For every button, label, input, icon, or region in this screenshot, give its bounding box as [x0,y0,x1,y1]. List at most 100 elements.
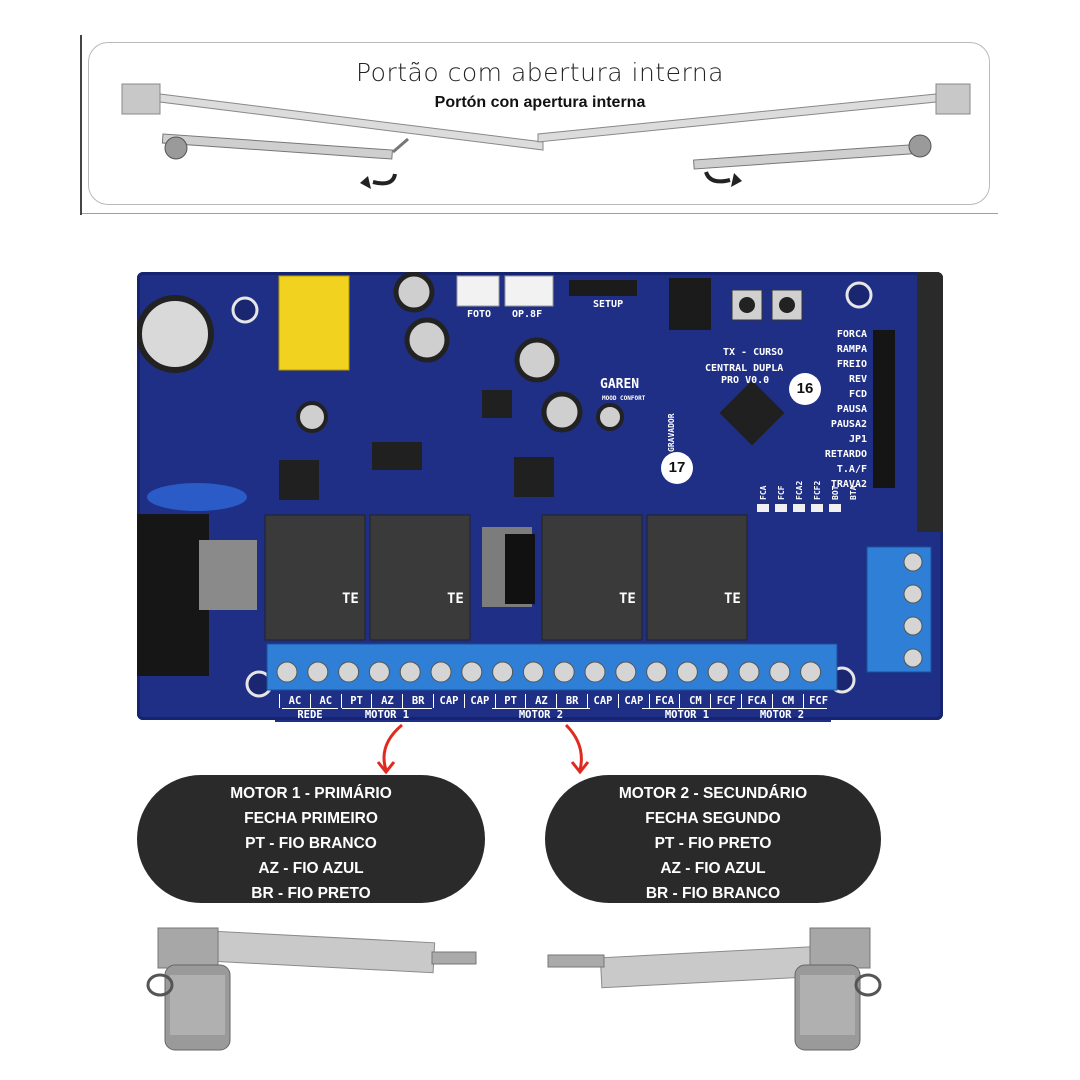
setting-label: JP1 [848,434,867,445]
terminal-label: CAP [463,694,495,708]
right-gate-leaf [537,93,937,143]
gate-title: Portão com abertura interna [356,58,724,87]
relay-3 [541,514,643,641]
board-components [137,272,943,698]
gate-subtitle: Portón con apertura interna [434,94,646,111]
model-line2: PRO V0.0 [721,375,770,386]
left-actuator [161,133,393,160]
terminal-label: CAP [433,694,464,708]
led-label: BTA [849,485,858,500]
right-post [935,83,971,115]
transformer [278,275,350,371]
gravador-label: GRAVADOR [667,413,676,452]
terminal-screw [676,661,698,683]
terminal-screw [430,661,452,683]
setting-label: RETARDO [824,449,867,460]
terminal-label: AZ [525,694,556,708]
gate-panel [88,42,990,205]
motor2-line-3: PT - FIO PRETO [654,835,772,852]
motor-actuators [146,927,882,1051]
terminal-label: FCA [648,694,680,708]
relay-1-brand: TE [342,591,359,607]
gate-illustration [121,83,971,189]
relay-3-brand: TE [619,591,636,607]
terminal-label: PT [494,694,526,708]
group-motor1-limit: MOTOR 1 [642,708,732,721]
red-arrows [376,723,590,775]
group-motor2-limit: MOTOR 2 [737,708,827,721]
terminal-screw [399,661,421,683]
main-capacitor [137,295,214,373]
relay-2-brand: TE [447,591,464,607]
motor1-line-5: BR - FIO PRETO [251,885,371,902]
led-label: FCF [777,485,786,500]
callout-16: 16 [789,373,821,405]
brand-label: GAREN [600,377,640,392]
terminal-screw [707,661,729,683]
arrow-motor2 [564,723,583,771]
microcontroller [719,380,785,446]
relay-4 [646,514,748,641]
terminal-screw [584,661,606,683]
led-label: FCA [759,485,768,500]
terminal-label: CM [679,694,710,708]
terminal-screw [276,661,298,683]
bottom-rule [82,213,998,214]
setting-label: PAUSA [836,404,867,415]
setting-label: FCD [848,389,867,400]
relay-2 [369,514,471,641]
setting-label: TRAVA2 [830,479,867,490]
terminal-label: FCA [741,694,772,708]
motor2-line-2: FECHA SEGUNDO [645,810,781,827]
led-label: FCF2 [813,480,822,500]
setting-label: REV [848,374,867,385]
terminal-screw [738,661,760,683]
motor2-line-5: BR - FIO BRANCO [645,885,781,902]
right-actuator [693,143,925,170]
group-rede: REDE [282,708,338,721]
left-actuator-motor [164,136,188,160]
terminal-screw [492,661,514,683]
relay-4-brand: TE [724,591,741,607]
arrow-motor1 [382,723,403,771]
group-motor1-power: MOTOR 1 [342,708,432,721]
led-label: FCA2 [795,480,804,500]
motor1-line-4: AZ - FIO AZUL [258,860,364,877]
terminal-label: BR [556,694,587,708]
left-gate-leaf [159,93,544,151]
setting-label: PAUSA2 [830,419,867,430]
right-rotation-arrow [704,171,731,184]
motor1-line-1: MOTOR 1 - PRIMÁRIO [230,785,392,802]
terminal-label: FCF [710,694,741,708]
right-actuator-motor [908,134,932,158]
motor1-info-pill: MOTOR 1 - PRIMÁRIO FECHA PRIMEIRO PT - F… [137,775,485,903]
terminal-screw [522,661,544,683]
terminal-label: CAP [617,694,649,708]
left-post [121,83,161,115]
setup-label: SETUP [593,299,624,310]
led-label: BOT [831,485,840,500]
terminal-screw [553,661,575,683]
terminal-label: FCF [802,694,834,708]
terminal-label: AC [279,694,310,708]
callout-17: 17 [661,452,693,484]
terminal-screw [461,661,483,683]
terminal-screw [338,661,360,683]
setting-label: RAMPA [836,344,867,355]
terminal-screw [646,661,668,683]
actuator-right [547,927,882,1051]
terminal-label: AZ [371,694,402,708]
tx-curso-label: TX - CURSO [723,347,784,358]
terminal-screw [615,661,637,683]
motor2-line-1: MOTOR 2 - SECUNDÁRIO [618,785,808,802]
terminal-label: BR [402,694,433,708]
terminal-label: AC [309,694,341,708]
actuator-left [146,927,477,1051]
terminal-screw [800,661,822,683]
foto-label: FOTO [467,309,492,320]
terminal-label: PT [340,694,372,708]
control-board: FOTO OP.8F SETUP GAREN MOOD CONFORT TX -… [137,272,943,720]
motor1-line-3: PT - FIO BRANCO [245,835,377,852]
motor2-info-pill: MOTOR 2 - SECUNDÁRIO FECHA SEGUNDO PT - … [545,775,881,903]
model-line1: CENTRAL DUPLA [705,363,784,374]
